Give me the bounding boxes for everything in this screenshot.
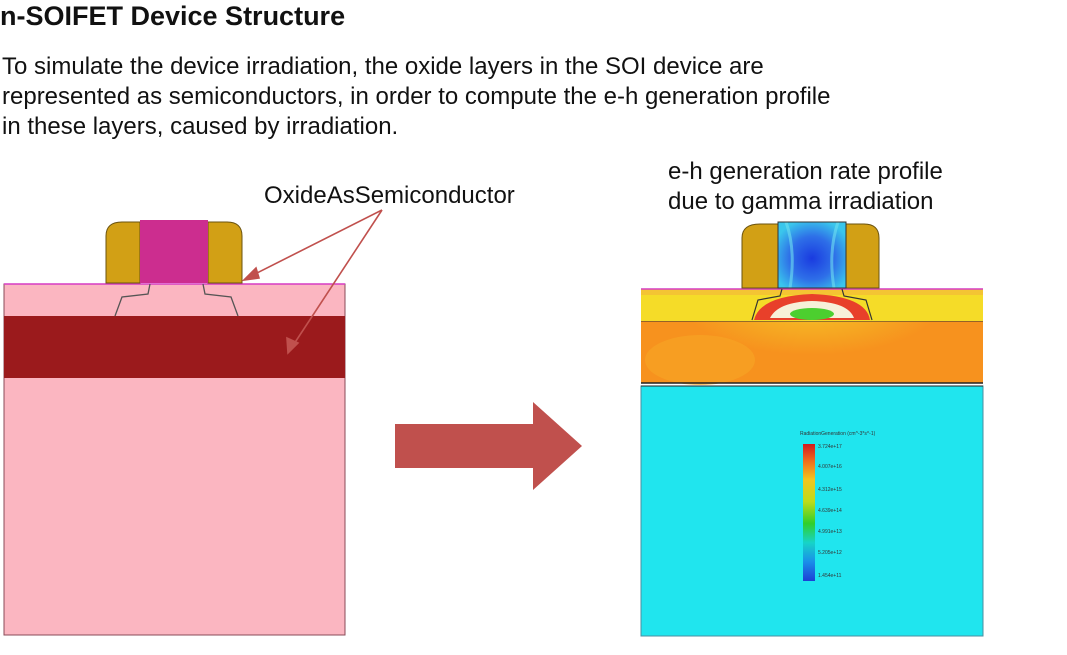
legend-tick: 1.454e+11 — [818, 573, 842, 579]
right-device — [640, 221, 984, 637]
label-pointers — [241, 209, 383, 355]
oxide-label: OxideAsSemiconductor — [264, 182, 515, 209]
pointer-line — [291, 209, 383, 348]
legend-tick: 5.205e+12 — [818, 550, 842, 556]
left-device — [3, 220, 346, 636]
gate — [140, 220, 208, 283]
description-line: in these layers, caused by irradiation. — [2, 113, 399, 140]
legend-title: RadiationGeneration (cm^-3*s^-1) — [800, 431, 876, 437]
page-title: n-SOIFET Device Structure — [0, 1, 346, 31]
generation-rate-label: e-h generation rate profile due to gamma… — [668, 157, 943, 217]
description: To simulate the device irradiation, the … — [2, 52, 830, 142]
transition-arrow — [395, 402, 582, 490]
sim-silicon-film-edge — [641, 289, 983, 295]
legend-tick: 4.991e+13 — [818, 529, 842, 535]
pointer-arrowhead — [286, 336, 300, 355]
pointer-arrowhead — [241, 266, 261, 282]
sim-junction — [841, 288, 873, 321]
pointer-line — [250, 209, 383, 277]
left-spacer — [105, 221, 141, 284]
right-spacer — [207, 221, 243, 284]
sim-right-spacer — [845, 223, 880, 289]
generation-rate-label-line: due to gamma irradiation — [668, 188, 934, 215]
legend-tick: 4.312e+15 — [818, 487, 842, 493]
sim-gate-pattern — [784, 221, 840, 289]
description-line: represented as semiconductors, in order … — [2, 83, 831, 110]
source-drain-junction — [202, 283, 239, 317]
sim-junction — [751, 288, 783, 321]
legend-tick: 3.724e+17 — [818, 444, 842, 450]
sim-gate-outline — [777, 221, 847, 289]
sim-left-spacer — [741, 223, 779, 289]
legend-colorbar — [803, 444, 815, 581]
sim-channel-green — [790, 308, 834, 320]
source-drain-junction — [114, 283, 151, 317]
sim-field-region — [645, 335, 755, 385]
legend-tick: 4.639e+14 — [818, 508, 842, 514]
legend-tick: 4.007e+16 — [818, 464, 842, 470]
generation-rate-label-line: e-h generation rate profile — [668, 158, 943, 185]
description-line: To simulate the device irradiation, the … — [2, 53, 764, 80]
